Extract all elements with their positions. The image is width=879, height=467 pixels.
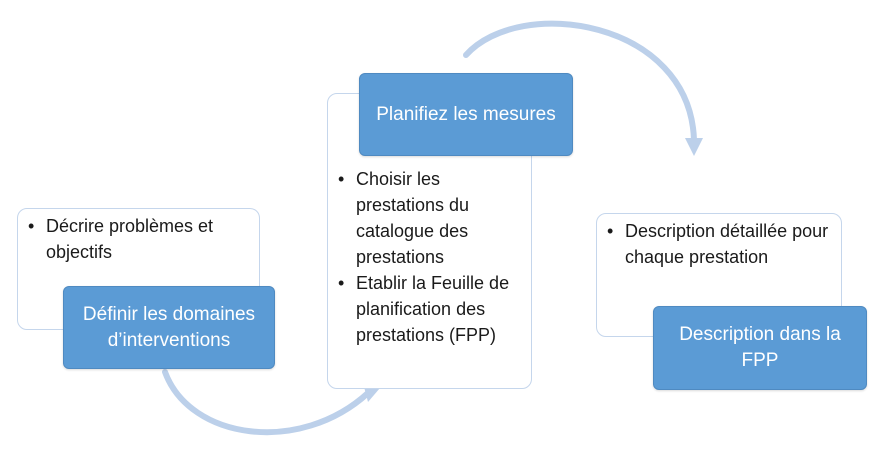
step3-title-box: Description dans la FPP [653, 306, 867, 390]
step2-title-box: Planifiez les mesures [359, 73, 573, 156]
step1-title-box: Définir les domaines d’interventions [63, 286, 275, 369]
step2-detail-list: Choisir les prestations du catalogue des… [328, 166, 531, 348]
step1-detail-list: Décrire problèmes et objectifs [18, 213, 259, 265]
step1-title: Définir les domaines d’interventions [82, 303, 256, 351]
step3-title: Description dans la FPP [679, 324, 841, 371]
step1-item-1: Décrire problèmes et objectifs [28, 213, 259, 265]
step3-detail-list: Description détaillée pour chaque presta… [597, 218, 841, 270]
arrowhead-step3 [685, 138, 703, 156]
step2-item-1: Choisir les prestations du catalogue des… [338, 166, 531, 270]
step2-item-2: Etablir la Feuille de planification des … [338, 270, 531, 348]
step3-item-1: Description détaillée pour chaque presta… [607, 218, 841, 270]
step2-title: Planifiez les mesures [376, 103, 556, 125]
arrow-step1-to-step2 [162, 369, 371, 436]
arrow-step2-to-step3 [463, 20, 697, 143]
